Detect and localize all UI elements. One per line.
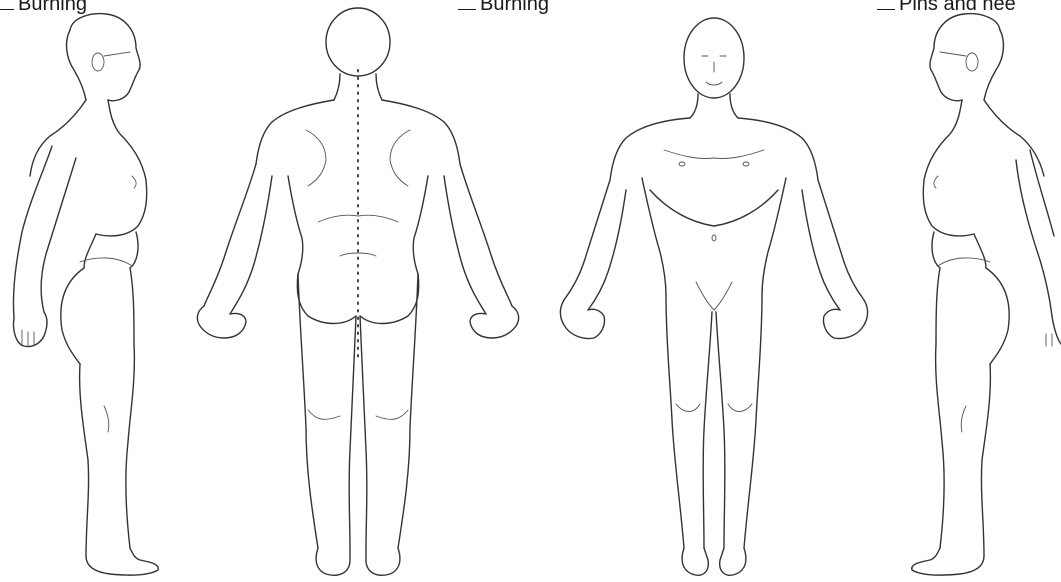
side-figure-left-body xyxy=(912,14,1061,576)
